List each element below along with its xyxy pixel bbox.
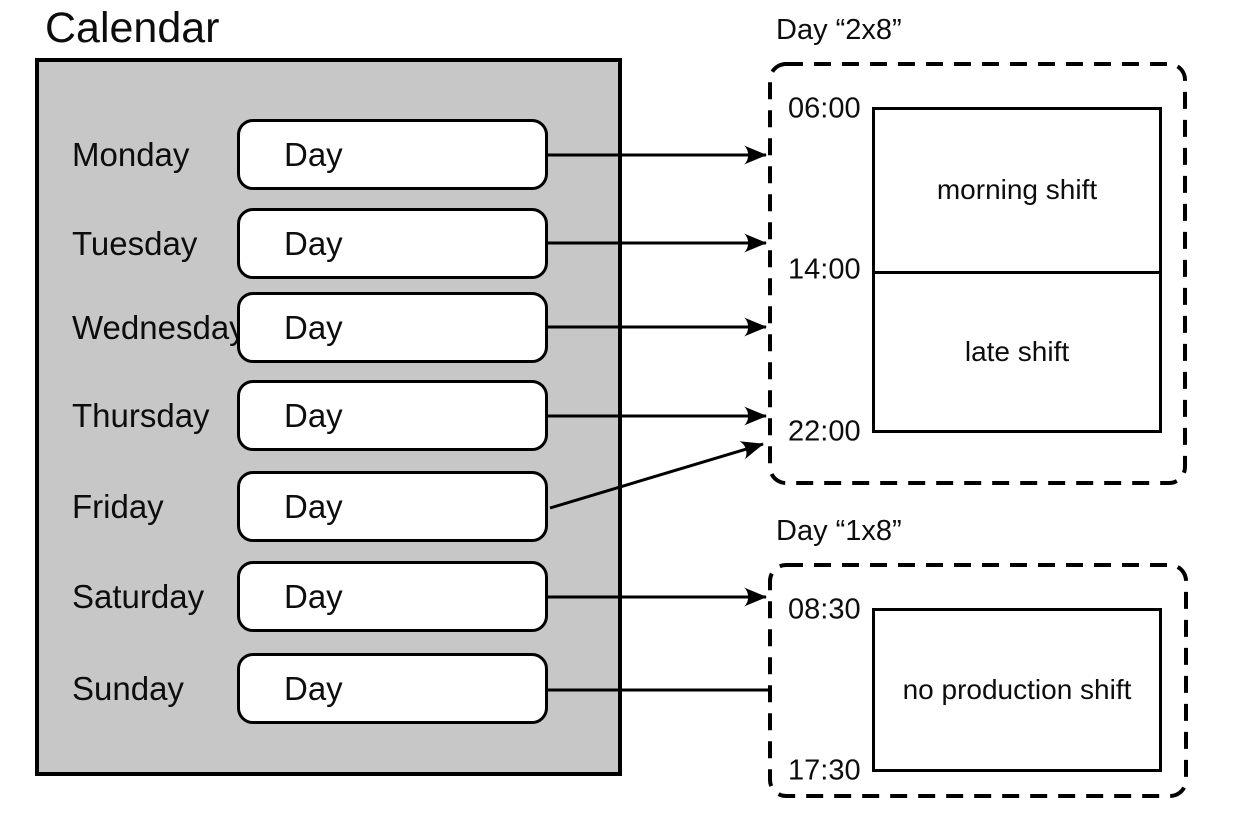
day-box-label-wednesday: Day	[284, 308, 343, 346]
calendar-row-wednesday: Wednesday Day	[0, 292, 770, 363]
day-box-label-thursday: Day	[284, 396, 343, 434]
shift-cell-late: late shift	[875, 271, 1159, 430]
shift-box-2x8: morning shift late shift	[872, 107, 1162, 433]
calendar-row-tuesday: Tuesday Day	[0, 208, 770, 279]
day-box-tuesday: Day	[237, 208, 548, 279]
day-label-saturday: Saturday	[72, 577, 205, 615]
day-label-tuesday: Tuesday	[72, 224, 198, 262]
template-2x8-title: Day “2x8”	[776, 14, 902, 46]
day-box-label-tuesday: Day	[284, 224, 343, 262]
time-1x8-start: 08:30	[788, 593, 861, 626]
day-box-label-saturday: Day	[284, 577, 343, 615]
day-label-sunday: Sunday	[72, 669, 184, 707]
late-shift-label: late shift	[964, 335, 1070, 367]
template-1x8-title: Day “1x8”	[776, 515, 902, 547]
day-box-monday: Day	[237, 119, 548, 190]
day-box-label-friday: Day	[284, 487, 343, 525]
no-production-shift-label: no production shift	[902, 673, 1132, 705]
day-box-thursday: Day	[237, 380, 548, 451]
morning-shift-label: morning shift	[936, 174, 1098, 206]
shift-box-1x8: no production shift	[872, 608, 1162, 772]
calendar-row-sunday: Sunday Day	[0, 653, 770, 724]
day-box-sunday: Day	[237, 653, 548, 724]
time-2x8-start: 06:00	[788, 92, 861, 125]
day-label-thursday: Thursday	[72, 396, 210, 434]
calendar-row-monday: Monday Day	[0, 119, 770, 190]
day-box-friday: Day	[237, 471, 548, 542]
day-label-friday: Friday	[72, 487, 164, 525]
day-box-label-monday: Day	[284, 135, 343, 173]
calendar-row-thursday: Thursday Day	[0, 380, 770, 451]
day-box-saturday: Day	[237, 561, 548, 632]
day-box-label-sunday: Day	[284, 669, 343, 707]
time-2x8-mid: 14:00	[788, 253, 861, 286]
shift-cell-morning: morning shift	[875, 110, 1159, 271]
day-label-wednesday: Wednesday	[72, 308, 246, 346]
time-2x8-end: 22:00	[788, 415, 861, 448]
day-label-monday: Monday	[72, 135, 190, 173]
day-box-wednesday: Day	[237, 292, 548, 363]
calendar-row-friday: Friday Day	[0, 471, 770, 542]
shift-cell-no-production: no production shift	[875, 611, 1159, 769]
time-1x8-end: 17:30	[788, 754, 861, 787]
page-title: Calendar	[45, 4, 220, 52]
calendar-row-saturday: Saturday Day	[0, 561, 770, 632]
